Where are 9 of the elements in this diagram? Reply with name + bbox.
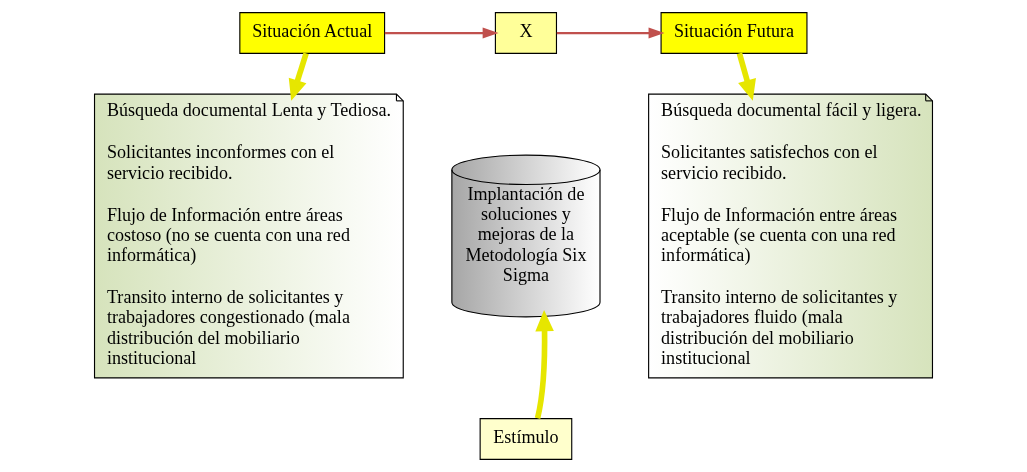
arrow <box>534 310 554 419</box>
node-box: Situación Futura <box>660 12 808 54</box>
arrow <box>556 27 665 39</box>
arrow <box>384 27 499 39</box>
node-box: Estímulo <box>479 418 573 460</box>
arrow <box>288 52 309 101</box>
arrow <box>736 52 756 101</box>
node-box: Situación Actual <box>239 12 386 54</box>
node-box: X <box>494 12 558 54</box>
